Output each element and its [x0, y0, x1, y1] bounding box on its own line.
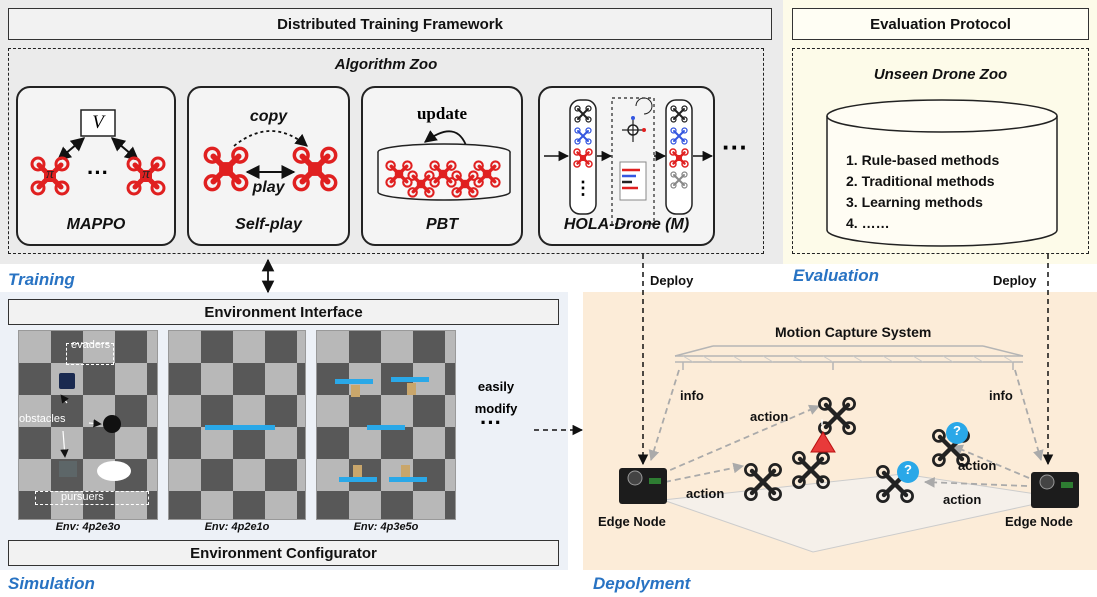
action-label: action [958, 458, 997, 473]
pursuer-drone-photo [97, 461, 131, 481]
obstacles-label: obstacles [19, 413, 66, 425]
mappo-ellipsis: ··· [87, 160, 109, 185]
env-caption: Env: 4p2e3o [55, 521, 121, 533]
update-label: update [416, 104, 468, 123]
method-item: 4. …… [846, 215, 890, 231]
unseen-zoo-box [792, 48, 1089, 254]
policy-label-left: π [46, 166, 54, 182]
env-caption: Env: 4p3e5o [353, 521, 419, 533]
obstacle-bar [367, 425, 405, 430]
env-photo-4p2e3o: evaders obstacles pursuers [18, 330, 158, 520]
pbt-card: update PBT [361, 86, 523, 246]
hola-drone-card: ⋮ HOLA-Drone (M) [538, 86, 715, 246]
pbt-label: PBT [426, 216, 458, 233]
training-section-label: Training [8, 270, 75, 289]
play-label: play [252, 179, 285, 196]
sim-to-deploy-arrow [534, 424, 584, 436]
obstacle-bar [391, 377, 429, 382]
info-label-left: info [680, 388, 704, 403]
training-header: Distributed Training Framework [8, 8, 772, 40]
unseen-zoo-title: Unseen Drone Zoo [873, 66, 1008, 83]
obstacle-bar [339, 477, 377, 482]
edge-node-label-right: Edge Node [1005, 514, 1073, 529]
evaders-label: evaders [71, 339, 111, 351]
obstacle-box-blue [59, 373, 75, 389]
environment-interface-header: Environment Interface [8, 299, 559, 325]
info-label-right: info [989, 388, 1013, 403]
method-database-cylinder [826, 99, 1058, 247]
obstacle-box [407, 383, 416, 395]
question-icon: ? [953, 423, 961, 438]
easily-modify-label: easily modify [466, 376, 526, 420]
obstacle-box [351, 385, 360, 397]
method-item: 1. Rule-based methods [846, 152, 1000, 168]
pursuers-zone [35, 491, 149, 505]
selfplay-label: Self-play [235, 216, 302, 233]
env-caption: Env: 4p2e1o [204, 521, 270, 533]
action-label: action [686, 486, 725, 501]
environment-configurator-header: Environment Configurator [8, 540, 559, 566]
method-list: 1. Rule-based methods 2. Traditional met… [846, 150, 999, 234]
algorithm-zoo-title: Algorithm Zoo [334, 56, 438, 73]
policy-label-right: π [142, 166, 150, 182]
evaluation-header: Evaluation Protocol [792, 8, 1089, 40]
evaluation-section-label: Evaluation [793, 266, 879, 285]
pursuers-label: pursuers [61, 491, 104, 503]
question-icon: ? [904, 462, 912, 477]
method-item: 3. Learning methods [846, 194, 983, 210]
obstacle-box-grey [59, 461, 77, 477]
deploy-label-left: Deploy [650, 273, 694, 288]
alert-icon: ! [820, 417, 824, 431]
algorithm-zoo-box [8, 48, 764, 254]
value-function-label: V [92, 112, 104, 133]
more-envs-ellipsis: ··· [480, 410, 502, 435]
action-label: action [943, 492, 982, 507]
deployment-section-label: Depolyment [593, 574, 691, 593]
training-interface-arrow [261, 258, 275, 294]
evaders-zone [66, 343, 114, 365]
edge-node-label-left: Edge Node [598, 514, 666, 529]
mappo-card: V π π ··· MAPPO [16, 86, 176, 246]
easily-label: easily [477, 379, 515, 394]
obstacle-box [401, 465, 410, 477]
obstacle-bar [335, 379, 373, 384]
obstacle-box [353, 465, 362, 477]
photo-annotation-arrows [60, 394, 102, 458]
action-label: action [750, 409, 789, 424]
hola-ellipsis: ⋮ [574, 178, 592, 198]
more-algorithms-ellipsis: ··· [722, 132, 748, 162]
selfplay-diagram [189, 130, 352, 248]
copy-label: copy [249, 108, 288, 125]
mappo-diagram [18, 109, 178, 248]
obstacle-bar [389, 477, 427, 482]
hola-drone-label: HOLA-Drone (M) [563, 216, 690, 233]
method-item: 2. Traditional methods [846, 173, 995, 189]
pbt-diagram [377, 130, 511, 201]
selfplay-card: copy play Self-play [187, 86, 350, 246]
modify-label: modify [474, 401, 518, 416]
env-photo-4p3e5o [316, 330, 456, 520]
motion-capture-label: Motion Capture System [775, 324, 932, 340]
deploy-label-right: Deploy [993, 273, 1037, 288]
mappo-label: MAPPO [66, 216, 126, 233]
env-photo-4p2e1o [168, 330, 306, 520]
hola-drone-diagram [544, 97, 714, 225]
deployment-diagram [619, 254, 1079, 553]
simulation-section-label: Simulation [8, 574, 95, 593]
obstacle-bar [205, 425, 275, 430]
obstacle-cylinder [103, 415, 121, 433]
